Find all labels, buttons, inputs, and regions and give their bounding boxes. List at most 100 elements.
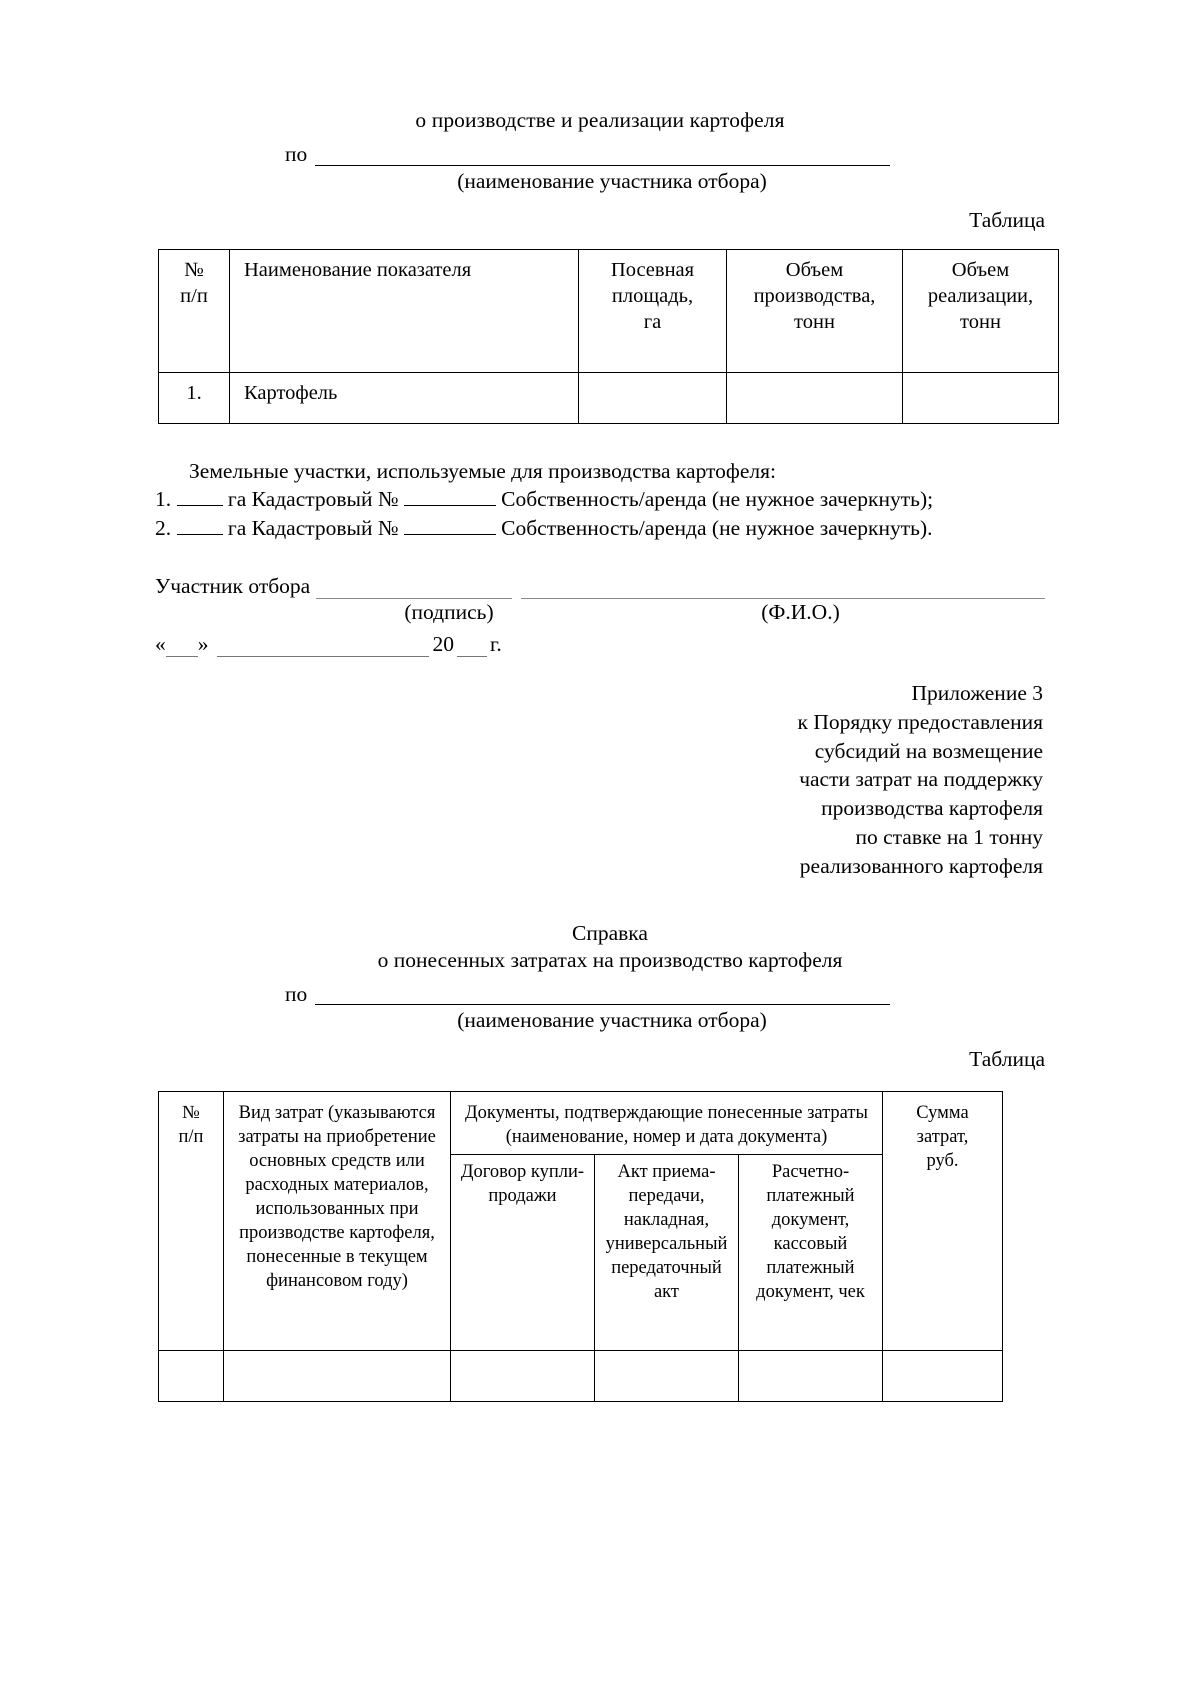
land-plots-intro: Земельные участки, используемые для прои…: [189, 458, 776, 483]
appendix-line-4: части затрат на поддержку: [799, 767, 1043, 792]
section1-table-word: Таблица: [969, 207, 1045, 232]
header-sown-area-line3: га: [643, 310, 662, 333]
land-plot-item-2: 2. га Кадастровый № Собственность/аренда…: [155, 515, 1045, 543]
costs-subheader-contract: Договор купли-продажи: [450, 1154, 595, 1352]
plot1-area-blank[interactable]: [176, 488, 223, 507]
date-day-blank[interactable]: [165, 639, 198, 657]
section2-po-row: по: [155, 981, 1045, 1006]
costs-header-kind: Вид затрат (указываются затраты на приоб…: [223, 1091, 451, 1352]
land-plots-block: Земельные участки, используемые для прои…: [155, 458, 1045, 544]
appendix-line-1: Приложение 3: [911, 680, 1043, 705]
section1-po-row: по: [155, 143, 1045, 166]
plot2-ownership: Собственность/аренда: [501, 516, 707, 541]
section-potato-production: о производстве и реализации картофеля по…: [155, 0, 1059, 657]
costs-table-header-row-1: № п/п Вид затрат (указываются затраты на…: [158, 1091, 1003, 1352]
costs-header-number-line2: п/п: [178, 1127, 204, 1148]
costs-table: № п/п Вид затрат (указываются затраты на…: [158, 1091, 1003, 1403]
header-production-line1: Объем: [785, 258, 844, 281]
costs-row-contract[interactable]: [450, 1350, 595, 1403]
header-sown-area-line1: Посевная: [610, 258, 695, 281]
fio-blank[interactable]: [521, 580, 1045, 599]
header-sales-line2: реализации,: [927, 284, 1034, 307]
signature-block: Участник отбора (подпись) (Ф.И.О.) « » 2…: [155, 575, 1045, 657]
header-production-line3: тонн: [794, 310, 835, 333]
date-year-blank[interactable]: [457, 639, 487, 657]
section2-participant-blank[interactable]: [315, 984, 891, 1006]
appendix-reference-block: Приложение 3 к Порядку предоставления су…: [155, 679, 1045, 881]
costs-row-number[interactable]: [158, 1350, 224, 1403]
header-sown-area: Посевная площадь, га: [578, 248, 727, 373]
row-indicator: Картофель: [229, 371, 579, 424]
table-header-row: № п/п Наименование показателя Посевная п…: [158, 248, 1059, 373]
costs-header-sum-line2: затрат,: [916, 1127, 969, 1148]
section2-po-label: по: [285, 981, 308, 1006]
section2-subheading: о понесенных затратах на производство ка…: [377, 947, 843, 972]
row-sales-input[interactable]: [902, 371, 1059, 424]
plot2-note-start: (не нужное: [711, 516, 815, 541]
costs-header-sum: Сумма затрат, руб.: [882, 1091, 1003, 1352]
plot1-index: 1.: [155, 487, 172, 512]
header-production-volume: Объем производства, тонн: [726, 248, 903, 373]
header-indicator: Наименование показателя: [229, 248, 579, 373]
header-number: № п/п: [158, 248, 230, 373]
signature-blank[interactable]: [316, 580, 513, 599]
header-sales-line3: тонн: [960, 310, 1001, 333]
header-sales-volume: Объем реализации, тонн: [902, 248, 1059, 373]
plot1-note-end: зачеркнуть);: [819, 487, 934, 512]
costs-header-number: № п/п: [158, 1091, 224, 1352]
header-sales-line1: Объем: [951, 258, 1010, 281]
appendix-line-7: реализованного картофеля: [799, 853, 1043, 878]
section1-participant-blank[interactable]: [315, 145, 891, 166]
appendix-line-5: производства картофеля: [821, 796, 1043, 821]
header-number-line1: №: [184, 258, 204, 281]
costs-row-payment[interactable]: [738, 1350, 883, 1403]
date-month-blank[interactable]: [216, 638, 429, 657]
costs-table-row: [158, 1350, 1003, 1403]
section2-table-word: Таблица: [969, 1047, 1045, 1072]
signature-caption: (подпись): [404, 599, 494, 624]
section2-blank-caption: (наименование участника отбора): [457, 1008, 767, 1033]
appendix-line-2: к Порядку предоставления: [797, 709, 1043, 734]
section2-heading: Справка: [572, 920, 648, 945]
section-costs-certificate: Справка о понесенных затратах на произво…: [155, 921, 1045, 1403]
signature-captions: (подпись) (Ф.И.О.): [155, 600, 1045, 625]
section1-title: о производстве и реализации картофеля: [415, 108, 785, 132]
costs-subheader-act: Акт приема-передачи, накладная, универса…: [594, 1154, 739, 1352]
row-production-input[interactable]: [726, 371, 903, 424]
signature-row: Участник отбора: [155, 575, 1045, 599]
plot1-cadastral-label: Кадастровый №: [251, 487, 399, 512]
costs-subheader-payment: Расчетно-платежный документ, кассовый пл…: [738, 1154, 883, 1352]
plot2-area-blank[interactable]: [176, 517, 223, 536]
plot1-unit: га: [227, 487, 247, 512]
costs-row-act[interactable]: [594, 1350, 739, 1403]
land-plot-item-1: 1. га Кадастровый № Собственность/аренда…: [155, 486, 1045, 514]
costs-row-kind[interactable]: [223, 1350, 451, 1403]
header-production-line2: производства,: [753, 284, 876, 307]
costs-row-sum[interactable]: [882, 1350, 1003, 1403]
plot2-unit: га: [227, 516, 247, 541]
appendix-line-6: по ставке на 1 тонну: [855, 824, 1043, 849]
plot2-note-end: зачеркнуть).: [819, 516, 933, 541]
date-quote-close: »: [197, 631, 209, 656]
plot1-note-start: (не нужное: [711, 487, 815, 512]
date-year-suffix: г.: [490, 631, 502, 656]
row-number: 1.: [158, 371, 230, 424]
header-number-line2: п/п: [180, 284, 208, 307]
plot2-cadastral-label: Кадастровый №: [251, 516, 399, 541]
plot2-cadastral-blank[interactable]: [403, 517, 496, 536]
row-sown-area-input[interactable]: [578, 371, 727, 424]
plot1-ownership: Собственность/аренда: [501, 487, 707, 512]
date-year-prefix: 20: [432, 631, 455, 656]
date-row: « » 20 г.: [155, 632, 1045, 657]
costs-header-number-line1: №: [182, 1103, 200, 1124]
date-quote-open: «: [155, 631, 166, 656]
participant-label: Участник отбора: [155, 574, 311, 599]
plot2-index: 2.: [155, 516, 172, 541]
fio-caption: (Ф.И.О.): [761, 599, 840, 624]
costs-header-sum-line3: руб.: [926, 1151, 959, 1172]
table-row: 1. Картофель: [158, 371, 1059, 424]
costs-header-documents: Документы, подтверждающие понесенные зат…: [450, 1091, 883, 1156]
section1-blank-caption: (наименование участника отбора): [457, 168, 767, 193]
plot1-cadastral-blank[interactable]: [403, 488, 496, 507]
